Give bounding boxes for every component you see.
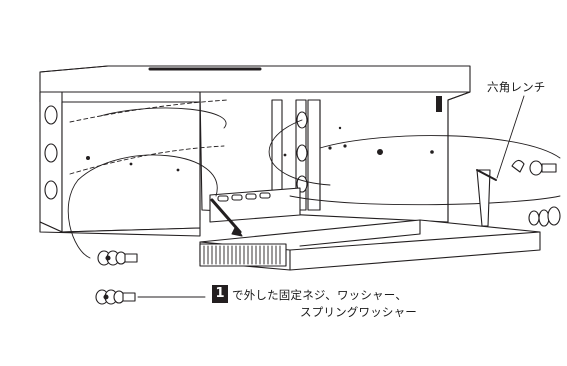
screw-path-curves xyxy=(67,107,561,259)
sliding-tray xyxy=(199,187,541,271)
left-screw-set-lower-icon xyxy=(95,289,206,305)
step-number-badge: 1 xyxy=(212,285,228,303)
left-screw-set-upper-icon xyxy=(97,250,138,266)
cabinet-body xyxy=(39,65,471,237)
right-screw-set-icon xyxy=(511,159,561,227)
hex-wrench-label: 六角レンチ xyxy=(487,80,546,94)
hex-wrench-icon xyxy=(476,95,525,227)
caption-line-2: スプリングワッシャー xyxy=(300,305,417,319)
caption-line-1: で外した固定ネジ、ワッシャー、 xyxy=(232,288,408,302)
